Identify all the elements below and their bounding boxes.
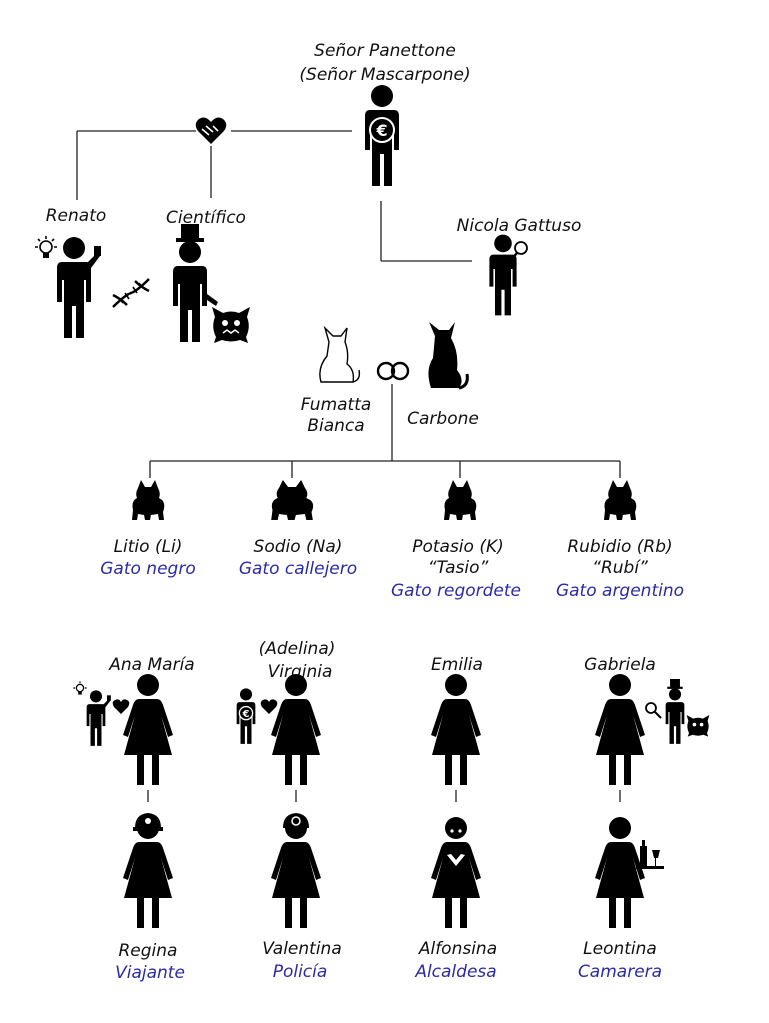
woman-name-2: Virginia: [268, 662, 333, 682]
kitten-potasio-icon: [444, 480, 477, 520]
woman-emilia: [431, 674, 481, 785]
woman-name: Emilia: [431, 655, 483, 675]
kitten-role: Gato regordete: [391, 581, 521, 601]
tray-bottle-icon: [636, 840, 664, 869]
lightbulb-mini-icon: [73, 681, 87, 695]
kitten-sodio-icon: [271, 480, 314, 520]
kitten-rubidio-icon: [604, 480, 637, 520]
handshake-heart-icon: [195, 117, 227, 144]
monster-mini-icon: [686, 715, 710, 737]
mayor-sash-icon: [447, 829, 465, 866]
kitten-role: Gato negro: [100, 559, 195, 579]
black-cat-icon: [428, 322, 469, 390]
cientifico-mini-icon: [665, 679, 685, 744]
woman-ana-maria: [123, 674, 173, 785]
dna-icon: [112, 278, 150, 308]
descendant-role: Alcaldesa: [414, 962, 496, 982]
renato-name: Renato: [46, 206, 107, 226]
descendant-name: Leontina: [583, 939, 657, 959]
fumatta-name-1: Fumatta: [301, 395, 372, 415]
nicola-name: Nicola Gattuso: [457, 216, 582, 236]
descendant-leontina: [595, 817, 645, 928]
magnifier-mini-icon: [645, 702, 662, 719]
cientifico-figure: [173, 224, 218, 342]
monster-icon: [212, 307, 250, 343]
kitten-nickname: “Rubí”: [592, 558, 648, 578]
descendant-name: Regina: [119, 941, 178, 961]
white-cat-icon: [319, 325, 361, 383]
renato-mini-icon: [86, 690, 111, 746]
svg-text:€: €: [375, 121, 387, 140]
kitten-nickname: “Tasio”: [428, 558, 489, 578]
renato-figure: [57, 237, 101, 338]
top-person-alias: (Señor Mascarpone): [299, 65, 470, 85]
descendant-regina: [123, 817, 173, 928]
kitten-name: Potasio (K): [412, 537, 504, 557]
nicola-figure: [489, 234, 517, 316]
kitten-name: Litio (Li): [114, 537, 183, 557]
lightbulb-icon: [35, 236, 57, 258]
carbone-name: Carbone: [407, 409, 479, 429]
police-cap-icon: [283, 813, 309, 828]
woman-name: (Adelina): [259, 639, 336, 659]
descendant-role: Viajante: [115, 963, 185, 983]
descendant-role: Camarera: [578, 962, 662, 982]
woman-name: Gabriela: [584, 655, 656, 675]
kitten-name: Sodio (Na): [254, 537, 343, 557]
wedding-rings-icon: [376, 361, 410, 381]
magnifier-icon: [508, 241, 528, 263]
descendant-alfonsina: [431, 817, 481, 928]
descendant-name: Valentina: [262, 939, 342, 959]
descendant-name: Alfonsina: [418, 939, 497, 959]
kitten-litio-icon: [132, 480, 165, 520]
woman-name: Ana María: [108, 655, 194, 675]
pilot-cap-icon: [133, 813, 163, 831]
person-euro-icon: €: [365, 85, 399, 186]
connector-lines: [76, 130, 621, 802]
descendant-valentina: [271, 817, 321, 928]
woman-gabriela: [595, 674, 645, 785]
descendant-role: Policía: [273, 962, 328, 982]
kitten-name: Rubidio (Rb): [567, 537, 672, 557]
svg-text:€: €: [242, 709, 250, 720]
panettone-mini-icon: €: [236, 688, 256, 744]
kitten-role: Gato callejero: [239, 559, 357, 579]
top-person-name: Señor Panettone: [314, 41, 456, 61]
kitten-role: Gato argentino: [556, 581, 684, 601]
woman-virginia: [271, 674, 321, 785]
heart-icon: [260, 699, 278, 714]
heart-icon: [112, 699, 130, 714]
cientifico-name: Científico: [166, 208, 246, 228]
fumatta-name-2: Bianca: [307, 416, 364, 436]
